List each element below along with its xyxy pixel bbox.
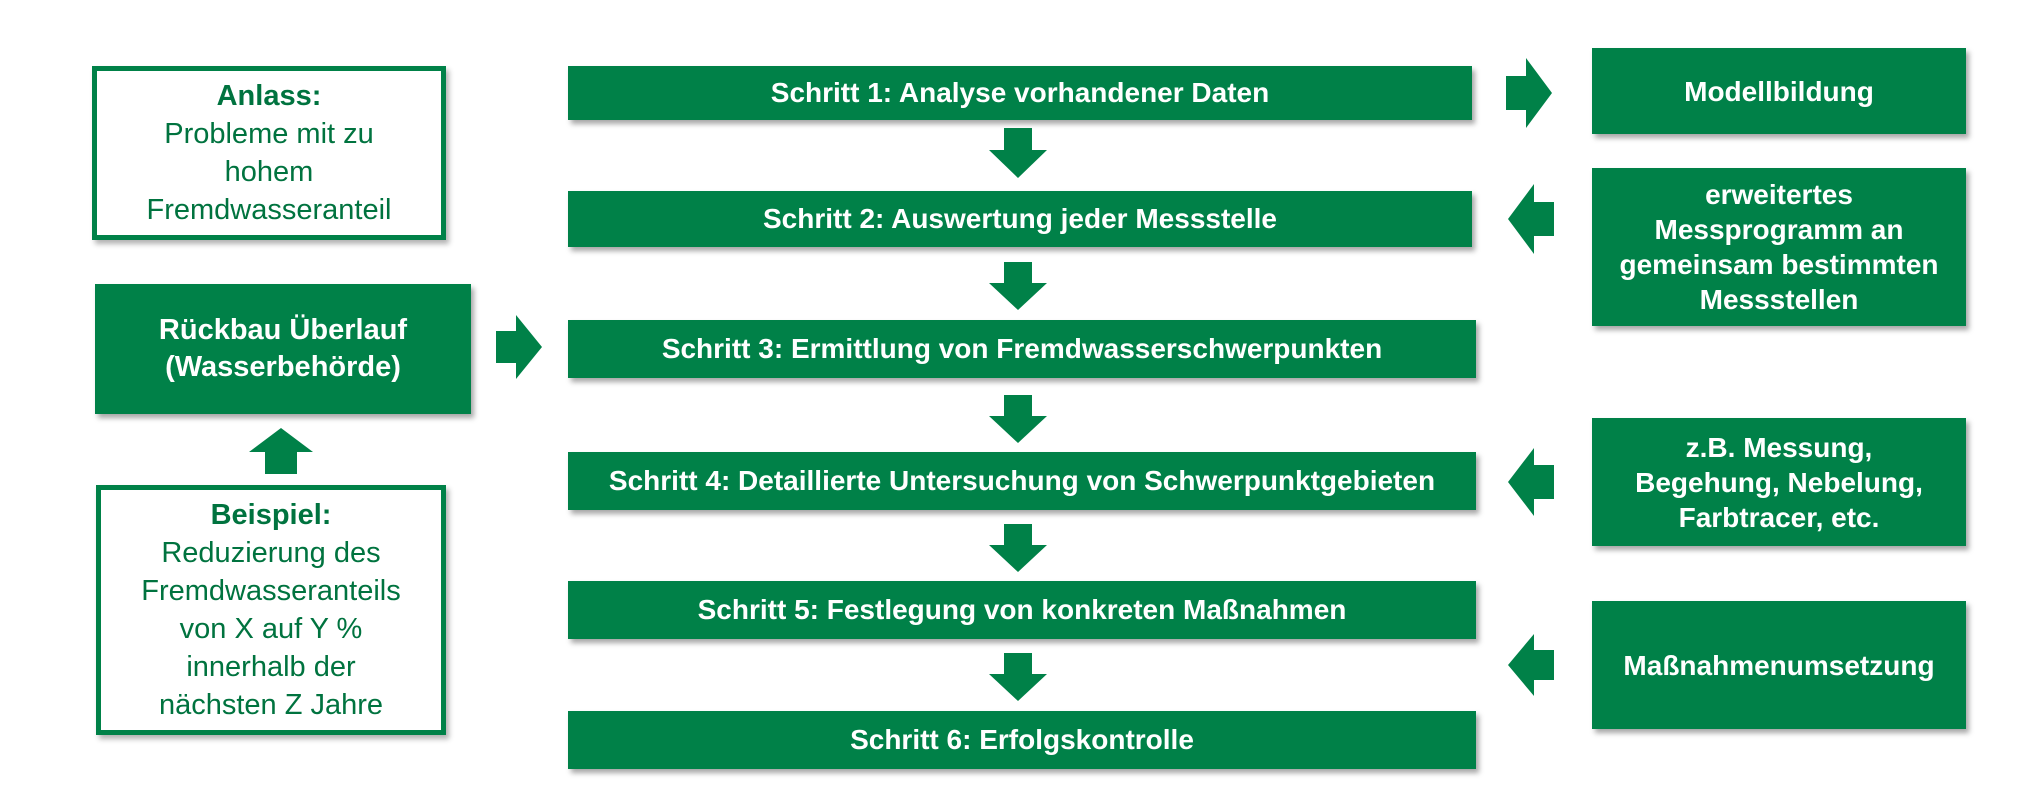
step-5-label: Schritt 5: Festlegung von konkreten Maßn… — [697, 594, 1347, 625]
messung-line-2: Begehung, Nebelung, — [1635, 466, 1923, 498]
step-6-label: Schritt 6: Erfolgskontrolle — [850, 724, 1194, 755]
step-5-box: Schritt 5: Festlegung von konkreten Maßn… — [568, 581, 1476, 639]
modellbildung-box: Modellbildung — [1592, 48, 1966, 134]
arrow-down-icon — [989, 262, 1047, 310]
beispiel-line-5: nächsten Z Jahre — [158, 688, 384, 721]
step-2-box: Schritt 2: Auswertung jeder Messstelle — [568, 191, 1472, 247]
anlass-line-3: Fremdwasseranteil — [146, 193, 392, 226]
rueckbau-line-1: Rückbau Überlauf — [158, 314, 408, 346]
beispiel-box: Beispiel: Reduzierung des Fremdwasserant… — [96, 485, 446, 735]
arrow-down-icon — [989, 653, 1047, 701]
arrow-up-icon — [249, 428, 313, 474]
messprogramm-line-4: Messstellen — [1699, 284, 1859, 315]
messung-box: z.B. Messung, Begehung, Nebelung, Farbtr… — [1592, 418, 1966, 546]
anlass-line-1: Probleme mit zu — [164, 117, 374, 150]
anlass-title: Anlass: — [216, 79, 322, 112]
massnahmenumsetzung-line-1: Maßnahmenumsetzung — [1623, 649, 1935, 681]
step-3-label: Schritt 3: Ermittlung von Fremdwassersch… — [661, 333, 1383, 364]
arrow-right-icon — [496, 315, 542, 379]
arrow-left-icon — [1508, 448, 1554, 516]
messprogramm-line-1: erweitertes — [1705, 179, 1853, 210]
rueckbau-box: Rückbau Überlauf (Wasserbehörde) — [95, 284, 471, 414]
step-2-label: Schritt 2: Auswertung jeder Messstelle — [763, 203, 1277, 234]
messprogramm-box: erweitertes Messprogramm an gemeinsam be… — [1592, 168, 1966, 326]
arrow-left-icon — [1508, 184, 1554, 254]
arrow-down-icon — [989, 128, 1047, 178]
messung-line-1: z.B. Messung, — [1685, 431, 1873, 463]
step-4-label: Schritt 4: Detaillierte Untersuchung von… — [608, 465, 1436, 496]
beispiel-title: Beispiel: — [210, 498, 332, 531]
messprogramm-line-2: Messprogramm an — [1654, 214, 1904, 245]
arrow-down-icon — [989, 395, 1047, 443]
step-1-label: Schritt 1: Analyse vorhandener Daten — [770, 77, 1270, 108]
beispiel-line-1: Reduzierung des — [161, 536, 381, 569]
beispiel-line-4: innerhalb der — [186, 650, 356, 683]
arrow-down-icon — [989, 524, 1047, 572]
step-6-box: Schritt 6: Erfolgskontrolle — [568, 711, 1476, 769]
anlass-line-2: hohem — [224, 155, 314, 188]
modellbildung-line-1: Modellbildung — [1684, 75, 1874, 107]
arrow-right-icon — [1506, 58, 1552, 128]
beispiel-line-2: Fremdwasseranteils — [141, 574, 401, 607]
messprogramm-line-3: gemeinsam bestimmten — [1619, 249, 1939, 280]
arrow-left-icon — [1508, 634, 1554, 696]
step-4-box: Schritt 4: Detaillierte Untersuchung von… — [568, 452, 1476, 510]
step-3-box: Schritt 3: Ermittlung von Fremdwassersch… — [568, 320, 1476, 378]
massnahmenumsetzung-box: Maßnahmenumsetzung — [1592, 601, 1966, 729]
step-1-box: Schritt 1: Analyse vorhandener Daten — [568, 66, 1472, 120]
messung-line-3: Farbtracer, etc. — [1678, 501, 1880, 533]
beispiel-line-3: von X auf Y % — [179, 612, 363, 645]
rueckbau-line-2: (Wasserbehörde) — [165, 351, 401, 383]
anlass-box: Anlass: Probleme mit zu hohem Fremdwasse… — [92, 66, 446, 240]
